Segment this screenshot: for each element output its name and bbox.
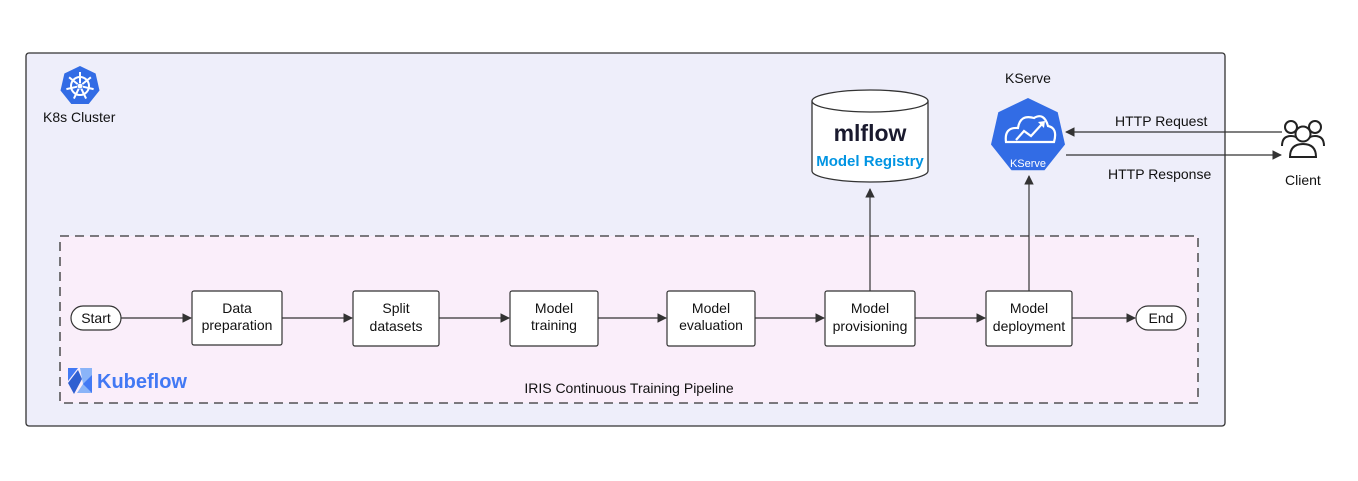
- http-response-label: HTTP Response: [1108, 166, 1211, 182]
- step-line1: Model: [1010, 300, 1048, 316]
- pipeline-arrows: [121, 127, 1282, 323]
- kserve-title: KServe: [1005, 70, 1051, 86]
- step-line1: Model: [535, 300, 573, 316]
- step-line1: Split: [382, 300, 409, 316]
- users-icon: [1281, 120, 1325, 158]
- step-line2: training: [531, 317, 577, 333]
- step-line1: Model: [851, 300, 889, 316]
- step-line2: deployment: [993, 318, 1065, 334]
- start-label: Start: [81, 310, 111, 326]
- step-line2: evaluation: [679, 317, 743, 333]
- kubeflow-logo: Kubeflow: [68, 368, 187, 394]
- kubernetes-icon: [60, 66, 100, 104]
- step-line1: Data: [222, 300, 252, 316]
- http-request-label: HTTP Request: [1115, 113, 1207, 129]
- kserve-badge: KServe: [1010, 158, 1046, 170]
- model-registry-label: Model Registry: [816, 153, 924, 170]
- step-line2: provisioning: [833, 318, 908, 334]
- kserve-icon: KServe: [991, 98, 1065, 171]
- end-node: [1135, 305, 1187, 331]
- model-registry-database: mlflow Model Registry: [811, 89, 929, 183]
- pipeline-label: IRIS Continuous Training Pipeline: [524, 380, 734, 396]
- mlflow-wordmark: mlflow: [834, 120, 907, 146]
- kubeflow-icon: [68, 368, 92, 394]
- cluster-label: K8s Cluster: [43, 109, 116, 125]
- step-line1: Model: [692, 300, 730, 316]
- kubeflow-wordmark: Kubeflow: [97, 371, 187, 393]
- client-label: Client: [1285, 172, 1321, 188]
- end-label: End: [1149, 310, 1174, 326]
- step-line2: datasets: [370, 318, 423, 334]
- step-line2: preparation: [202, 317, 273, 333]
